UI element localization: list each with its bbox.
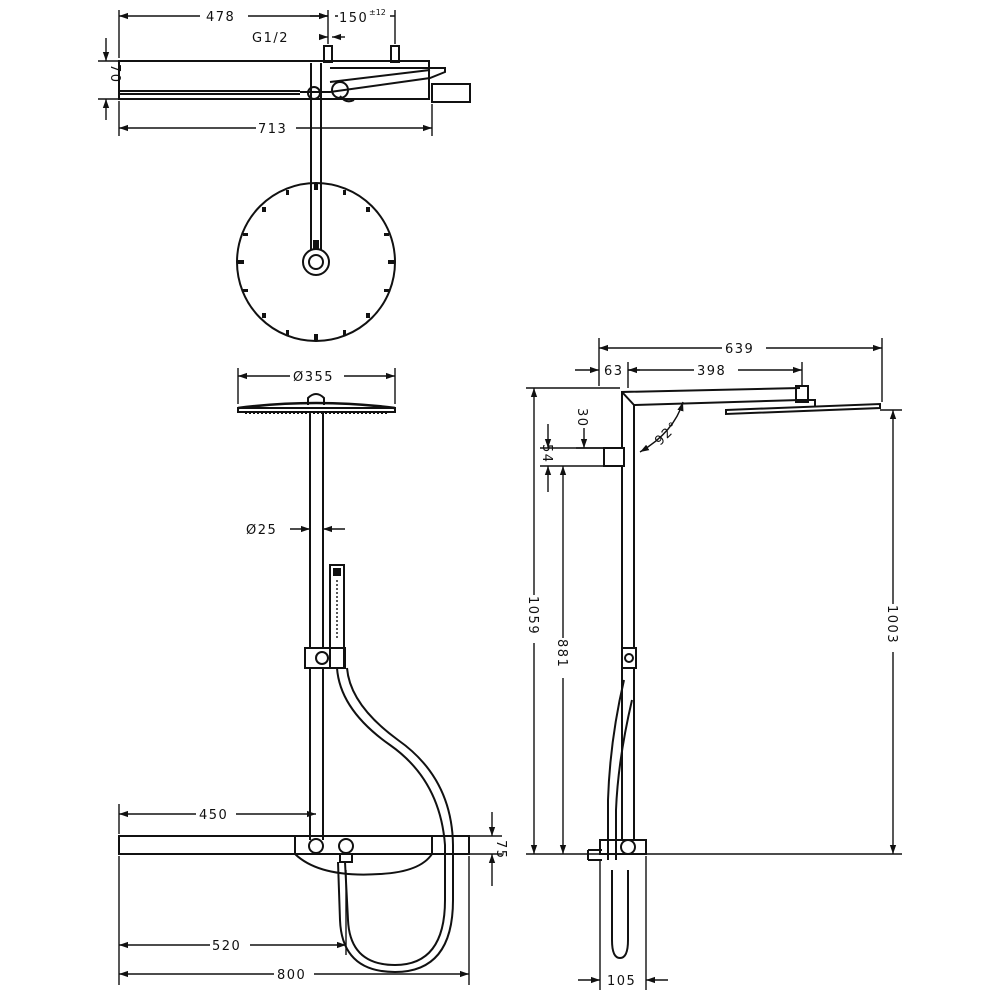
dim-150: 150 [339,11,368,26]
dim-angle-92: 92° [652,419,682,449]
dim-639: 639 [725,342,754,357]
top-view: 478 150 ±12 G1/2 70 713 [98,8,471,342]
dim-1059: 1059 [525,596,540,635]
top-shower-head [236,182,396,342]
hose [336,667,446,967]
dim-diameter-25: Ø25 [246,523,277,538]
side-slider [621,647,637,669]
dim-398: 398 [697,364,726,379]
dim-thread-g12: G1/2 [252,31,289,46]
dim-1003: 1003 [884,605,899,644]
dim-520: 520 [212,939,241,954]
dim-63: 63 [604,364,624,379]
dim-30: 30 [574,408,589,428]
dim-diameter-355: Ø355 [293,370,334,385]
dim-75: 75 [493,840,508,860]
top-head-nozzles [238,184,394,340]
front-view: Ø355 Ø25 450 [118,368,508,985]
dim-800: 800 [277,968,306,983]
dim-70: 70 [107,64,122,84]
hand-shower-holder [304,647,346,669]
top-thermostat [431,83,471,103]
side-shower-head [725,402,881,416]
dim-54: 54 [539,444,554,464]
dim-150-tolerance: ±12 [369,8,386,17]
dim-713: 713 [258,122,287,137]
dim-881: 881 [554,639,569,668]
dim-450: 450 [199,808,228,823]
top-shelf-outline [118,60,430,100]
front-shower-head [237,407,396,413]
side-wall-bracket [603,447,625,467]
dim-478: 478 [206,10,235,25]
side-view: 639 63 398 30 54 92° 1059 881 [525,338,902,990]
dim-105: 105 [607,974,636,989]
